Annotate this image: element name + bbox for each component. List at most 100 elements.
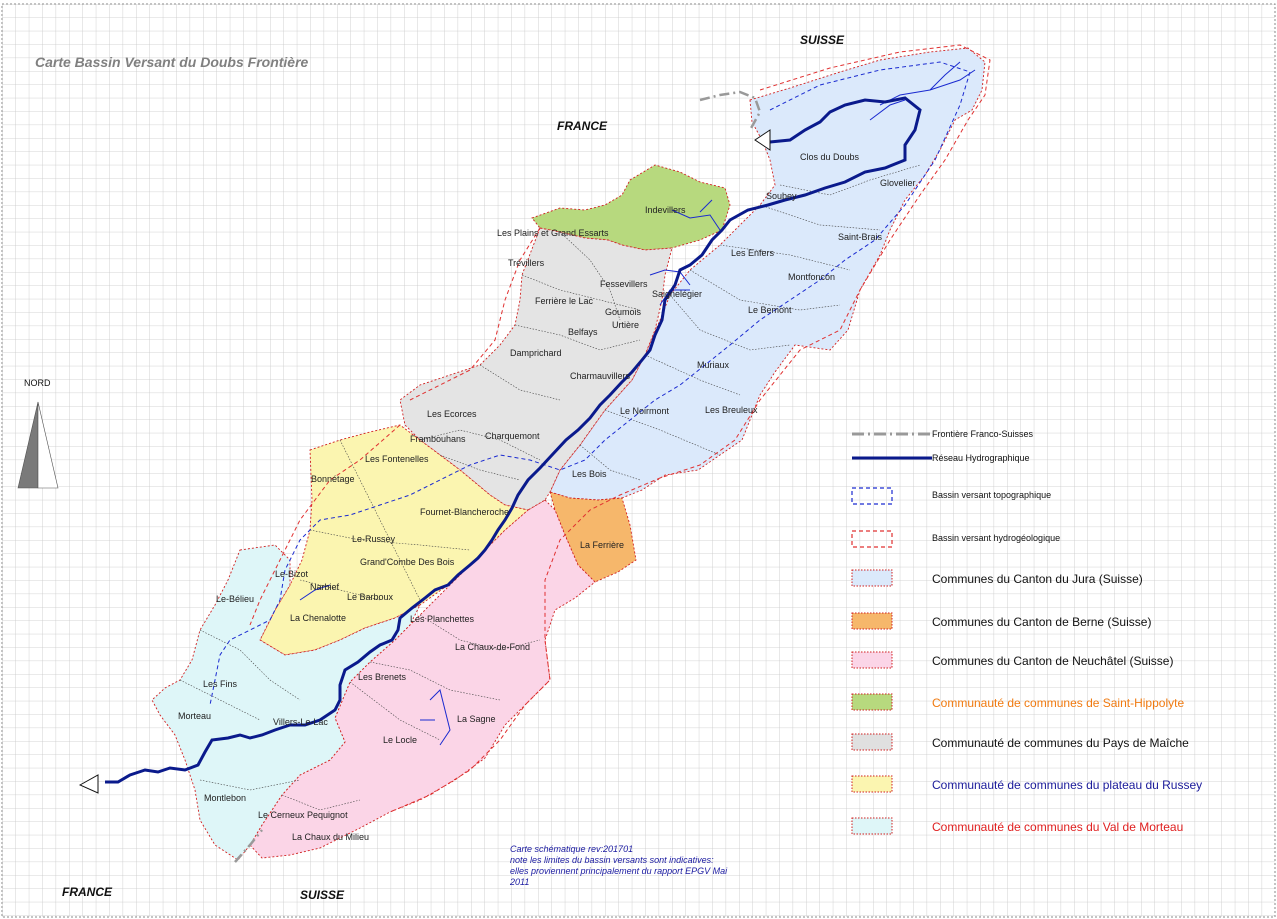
commune-label: Fessevillers [600, 279, 648, 289]
commune-label: Trévillers [508, 258, 545, 268]
commune-label: Montlebon [204, 793, 246, 803]
commune-label: Le Locle [383, 735, 417, 745]
legend-item: Frontière Franco-Suisses [852, 429, 1034, 439]
legend-swatch [851, 775, 893, 793]
commune-label: Les Plains et Grand Essarts [497, 228, 609, 238]
commune-label: La Chenalotte [290, 613, 346, 623]
map-title: Carte Bassin Versant du Doubs Frontière [35, 54, 309, 70]
commune-label: Le-Russey [352, 534, 396, 544]
legend-label: Réseau Hydrographique [932, 453, 1030, 463]
commune-label: Les Breuleux [705, 405, 758, 415]
country-label-suisse-bottom: SUISSE [300, 888, 345, 902]
commune-label: Narbief [310, 582, 340, 592]
north-arrow-light [37, 401, 59, 489]
country-label-france-top: FRANCE [557, 119, 608, 133]
commune-label: Charmauvillers [570, 371, 631, 381]
commune-label: Urtière [612, 320, 639, 330]
legend-label: Communauté de communes du Val de Morteau [932, 820, 1183, 834]
commune-label: La Sagne [457, 714, 496, 724]
river-outlet-arrow-bottom [78, 774, 99, 794]
commune-label: Saignelégier [652, 289, 702, 299]
legend-label: Frontière Franco-Suisses [932, 429, 1034, 439]
commune-label: Les Bois [572, 469, 607, 479]
legend-swatch [851, 651, 893, 669]
commune-label: Fournet-Blancheroche [420, 507, 509, 517]
commune-label: Les Planchettes [410, 614, 475, 624]
commune-label: Damprichard [510, 348, 562, 358]
commune-label: Grand'Combe Des Bois [360, 557, 455, 567]
legend-swatch [851, 569, 893, 587]
commune-label: Le Cerneux Pequignot [258, 810, 348, 820]
legend-item: Communauté de communes du Pays de Maîche [851, 733, 1189, 751]
legend-item: Communauté de communes du plateau du Rus… [851, 775, 1202, 793]
commune-label: Morteau [178, 711, 211, 721]
hydrogeological-watershed-line [249, 44, 991, 813]
commune-label: Le Bemont [748, 305, 792, 315]
north-arrow: NORD [17, 378, 59, 489]
region-morteau [151, 544, 422, 861]
commune-label: Les Ecorces [427, 409, 477, 419]
commune-label: Goumois [605, 307, 642, 317]
commune-label: Le-Bélieu [216, 594, 254, 604]
legend-item: Communes du Canton de Neuchâtel (Suisse) [851, 651, 1173, 669]
commune-label: Glovelier [880, 178, 916, 188]
legend-item: Communauté de communes de Saint-Hippolyt… [851, 693, 1184, 711]
region-areas [151, 47, 986, 861]
note-line: 2011 [509, 877, 529, 887]
country-label-france-bottom: FRANCE [62, 885, 113, 899]
commune-label: La Chaux du Milieu [292, 832, 369, 842]
commune-labels: Clos du DoubsGlovelierSoubeyIndevillersS… [178, 152, 916, 842]
legend-item: Bassin versant hydrogéologique [851, 530, 1060, 548]
commune-label: Le-Bizot [275, 569, 309, 579]
commune-label: Saint-Brais [838, 232, 883, 242]
note-line: Carte schématique rev:201701 [510, 844, 633, 854]
commune-label: Villers-Le-Lac [273, 717, 328, 727]
commune-label: Les Enfers [731, 248, 775, 258]
commune-label: Montfoncon [788, 272, 835, 282]
commune-label: Charquemont [485, 431, 540, 441]
legend-label: Communauté de communes du Pays de Maîche [932, 736, 1189, 750]
commune-label: Ferrière le Lac [535, 296, 594, 306]
country-label-suisse-top: SUISSE [800, 33, 845, 47]
legend-label: Communes du Canton de Neuchâtel (Suisse) [932, 654, 1173, 668]
legend-label: Communauté de communes du plateau du Rus… [932, 778, 1202, 792]
commune-label: Clos du Doubs [800, 152, 860, 162]
region-maiche [399, 227, 673, 511]
legend-swatch [851, 693, 893, 711]
commune-label: Le Noirmont [620, 406, 670, 416]
legend-swatch [851, 817, 893, 835]
commune-label: Les Brenets [358, 672, 407, 682]
legend-label: Communes du Canton de Berne (Suisse) [932, 615, 1151, 629]
legend-item: Communes du Canton du Jura (Suisse) [851, 569, 1143, 587]
region-neuchatel [249, 499, 596, 859]
doubs-river [105, 96, 922, 784]
legend-item: Communes du Canton de Berne (Suisse) [851, 612, 1151, 630]
note-block: Carte schématique rev:201701 note les li… [509, 844, 728, 887]
commune-label: Les Fins [203, 679, 238, 689]
region-jura [549, 47, 986, 501]
commune-label: Frambouhans [410, 434, 466, 444]
legend-item: Réseau Hydrographique [852, 453, 1030, 463]
legend-item: Communauté de communes du Val de Morteau [851, 817, 1183, 835]
commune-label: La Ferrière [580, 540, 624, 550]
river-outlet-arrow-top [754, 129, 771, 151]
legend-label: Communes du Canton du Jura (Suisse) [932, 572, 1143, 586]
legend-label: Communauté de communes de Saint-Hippolyt… [932, 696, 1184, 710]
commune-label: Bonnétage [311, 474, 355, 484]
legend-label: Bassin versant topographique [932, 490, 1051, 500]
legend-swatch [851, 733, 893, 751]
commune-label: Muriaux [697, 360, 730, 370]
note-line: elles proviennent principalement du rapp… [510, 866, 728, 876]
commune-label: Le Barboux [347, 592, 394, 602]
north-label: NORD [24, 378, 51, 388]
commune-boundaries [179, 164, 921, 811]
legend-item: Bassin versant topographique [851, 487, 1051, 505]
commune-label: Les Fontenelles [365, 454, 429, 464]
legend-label: Bassin versant hydrogéologique [932, 533, 1060, 543]
note-line: note les limites du bassin versants sont… [510, 855, 714, 865]
franco-swiss-border [234, 90, 762, 863]
commune-label: La Chaux-de-Fond [455, 642, 530, 652]
commune-label: Belfays [568, 327, 598, 337]
